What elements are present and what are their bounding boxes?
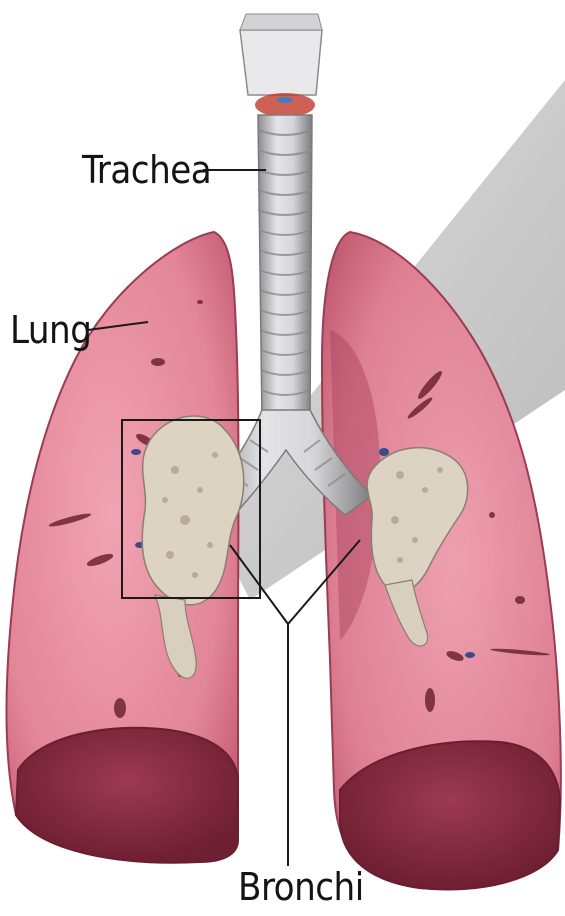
trachea-label: Trachea [82, 151, 211, 189]
lung-label: Lung [10, 311, 91, 349]
bronchi-label: Bronchi [238, 868, 364, 906]
